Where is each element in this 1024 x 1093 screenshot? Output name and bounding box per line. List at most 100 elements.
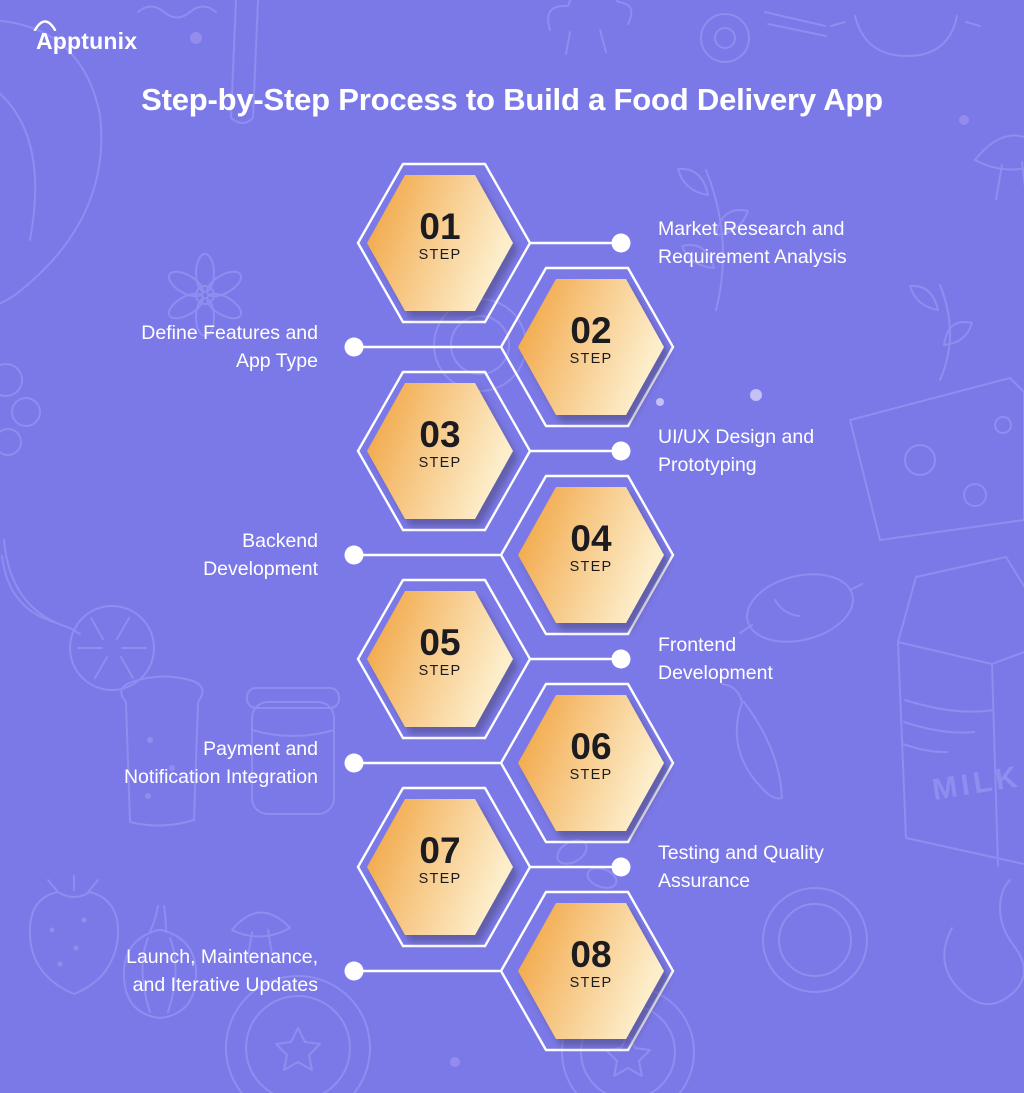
step-label-line1: Market Research and [658, 218, 845, 240]
step-label: Frontend Development [658, 632, 908, 687]
sprig-doodle [677, 167, 749, 311]
step-label-line2: Notification Integration [123, 765, 318, 788]
cheese-doodle [849, 377, 1024, 541]
step-number-block: 07 STEP [367, 831, 513, 888]
mushroom-top-doodle [974, 134, 1024, 200]
beans-doodle [556, 839, 618, 889]
connector-dot [344, 545, 364, 565]
jam-jar-doodle [246, 687, 340, 815]
bread-doodle [120, 675, 204, 827]
step-label-line1: Payment and [203, 738, 318, 760]
step-number-block: 08 STEP [518, 935, 664, 992]
outline-hexagon [499, 266, 675, 428]
broccoli-doodle [547, 0, 633, 55]
step-label: Payment and Notification Integration [48, 736, 318, 791]
step-number: 03 [419, 414, 461, 455]
page-title: Step-by-Step Process to Build a Food Del… [141, 82, 883, 117]
connector-dot [611, 857, 631, 877]
step-label-line1: Testing and Quality [658, 842, 824, 864]
step-word: STEP [569, 351, 613, 367]
step-hexagon [518, 695, 664, 831]
squiggle-doodle [137, 5, 217, 19]
mushroom-bottom-doodle [231, 911, 291, 957]
leaves-right-doodle [909, 284, 973, 381]
step-label: Backend Development [48, 528, 318, 583]
step-label-line2: Prototyping [658, 453, 757, 476]
step-hexagon [367, 383, 513, 519]
step-label-line2: and Iterative Updates [132, 973, 318, 996]
connector-dot [344, 753, 364, 773]
step-label-line2: Assurance [658, 869, 751, 892]
step-label-line2: Requirement Analysis [658, 245, 847, 268]
logo: Apptunix [33, 20, 137, 55]
step-hexagon [518, 487, 664, 623]
berries-doodle [0, 363, 41, 456]
step-label-line1: Define Features and [141, 322, 318, 344]
step-hexagon [518, 903, 664, 1039]
step-number-block: 03 STEP [367, 415, 513, 472]
connector-dot [611, 441, 631, 461]
step-word: STEP [569, 559, 613, 575]
step-label-line1: Frontend [658, 634, 737, 656]
tomato-slice-doodle [225, 975, 371, 1093]
step-number-block: 06 STEP [518, 727, 664, 784]
step-label-line1: UI/UX Design and [658, 426, 815, 448]
chili-doodle [721, 683, 783, 800]
outline-hexagon [499, 890, 675, 1052]
step-number: 04 [570, 518, 612, 559]
lemon-slice-doodle [69, 605, 155, 691]
logo-arc-icon [33, 20, 57, 31]
step-label-line2: Development [203, 557, 318, 580]
step-number-block: 01 STEP [367, 207, 513, 264]
flower-doodle [167, 253, 243, 337]
step-hexagon [518, 279, 664, 415]
step-number: 07 [419, 830, 461, 871]
step-label: Define Features and App Type [48, 320, 318, 375]
connector-dot [344, 961, 364, 981]
strawberry-doodle [28, 875, 120, 995]
pot-doodle [830, 15, 981, 57]
outline-hexagon [499, 474, 675, 636]
lemon-doodle [739, 573, 863, 643]
step-number-block: 04 STEP [518, 519, 664, 576]
step-label: Market Research and Requirement Analysis [658, 216, 908, 271]
connector-dot [344, 337, 364, 357]
glass-doodle [230, 0, 259, 124]
milk-carton-doodle: MILK [897, 556, 1024, 867]
step-label-line1: Launch, Maintenance, [126, 946, 318, 968]
step-word: STEP [569, 767, 613, 783]
step-number: 08 [570, 934, 612, 975]
step-hexagon [367, 175, 513, 311]
step-label-line1: Backend [242, 530, 318, 552]
step-label: Testing and Quality Assurance [658, 840, 908, 895]
step-number: 06 [570, 726, 612, 767]
pear-doodle [943, 879, 1024, 1006]
step-word: STEP [418, 663, 462, 679]
orange-right-doodle [762, 887, 868, 993]
step-number-block: 02 STEP [518, 311, 664, 368]
connector-dot [611, 649, 631, 669]
step-word: STEP [418, 247, 462, 263]
step-hexagon [367, 799, 513, 935]
step-number-block: 05 STEP [367, 623, 513, 680]
step-word: STEP [418, 871, 462, 887]
connector-layer [344, 162, 675, 1052]
step-hexagon [367, 591, 513, 727]
outline-hexagon [499, 682, 675, 844]
connector-dot [611, 233, 631, 253]
step-label: Launch, Maintenance, and Iterative Updat… [48, 944, 318, 999]
step-word: STEP [418, 455, 462, 471]
step-number: 05 [419, 622, 461, 663]
step-label: UI/UX Design and Prototyping [658, 424, 908, 479]
onion-doodle [122, 905, 198, 1019]
